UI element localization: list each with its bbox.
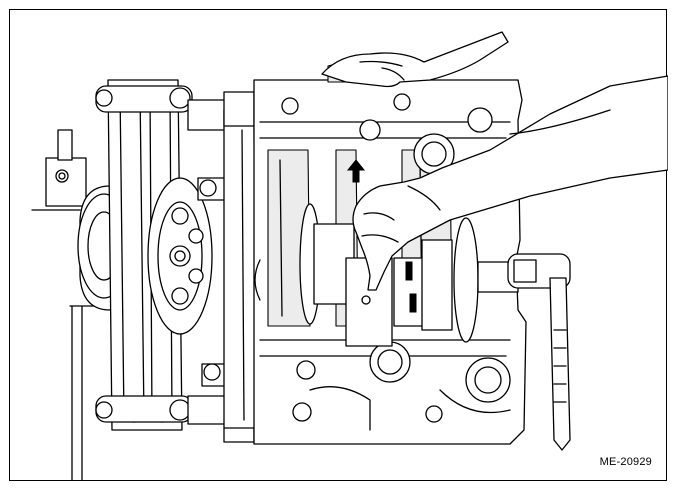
upper-hand	[321, 31, 509, 88]
crankshaft	[299, 203, 519, 347]
lower-arm-hand	[352, 75, 668, 291]
ratchet-wrench	[507, 253, 571, 451]
up-arrow-icon	[346, 159, 366, 183]
figure-code-label: ME-20929	[599, 456, 652, 468]
figure-frame: ME-20929	[9, 9, 668, 481]
front-cover-plate	[223, 91, 257, 443]
engine-stand	[31, 129, 99, 481]
pulley-belt-assembly	[77, 79, 235, 431]
engine-illustration	[31, 31, 668, 481]
